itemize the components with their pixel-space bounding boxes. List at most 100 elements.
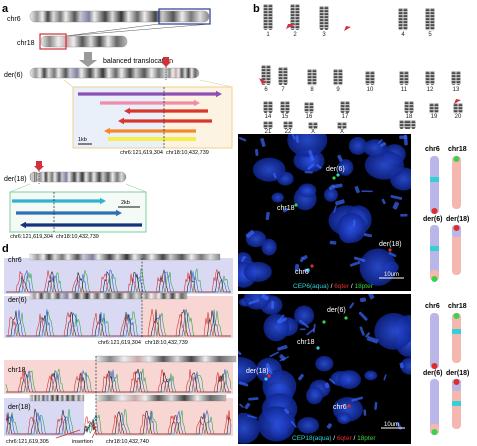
karyo-band (263, 19, 268, 21)
karyo-arrow-icon (344, 26, 351, 31)
chromosome-spread (388, 251, 397, 258)
schem-top-chr6-label: chr6 (425, 146, 440, 153)
karyo-band (288, 121, 293, 123)
karyo-band (403, 14, 408, 16)
karyo-band (285, 110, 290, 112)
karyo-chromosome (399, 120, 404, 129)
fish-probe-signal (344, 316, 348, 320)
karyo-band (403, 29, 408, 31)
karyo-chromosome (430, 8, 435, 30)
chromosome-spread (238, 349, 242, 356)
karyo-band (313, 122, 318, 124)
karyo-band (263, 121, 268, 123)
karyo-band (295, 22, 300, 24)
karyo-band (425, 77, 430, 79)
chromosome-spread (255, 149, 259, 156)
karyo-band (429, 109, 434, 111)
karyo-band (261, 68, 266, 70)
karyo-band (309, 108, 314, 110)
schem-top-chr18-label: chr18 (448, 146, 467, 153)
karyo-band (290, 4, 295, 6)
karyo-band (266, 74, 271, 76)
karyo-band (319, 18, 324, 20)
schem-bot-der6-label: der(6) (423, 370, 442, 377)
karyo-band (425, 71, 430, 73)
chromosome-spread (363, 233, 373, 238)
karyo-band (434, 112, 439, 114)
karyo-band (340, 104, 345, 106)
karyo-number: 9 (336, 87, 340, 93)
chromosome-spread (308, 150, 315, 161)
karyo-band (425, 74, 430, 76)
fish-bot-label-chr18: chr18 (297, 339, 315, 346)
chromosome-spread (392, 201, 400, 210)
chromosome-spread (354, 185, 360, 194)
karyo-band (266, 77, 271, 79)
karyo-band (295, 28, 300, 30)
chromosome-spread (361, 190, 373, 193)
karyo-band (285, 104, 290, 106)
karyo-band (406, 120, 411, 122)
karyo-band (398, 11, 403, 13)
karyo-band (451, 80, 456, 82)
karyo-band (370, 80, 375, 82)
nucleus (298, 183, 317, 198)
chromosome-spread (335, 199, 345, 206)
karyo-band (404, 74, 409, 76)
karyo-band (340, 110, 345, 112)
chr18-ideogram (40, 35, 128, 48)
karyo-band (268, 22, 273, 24)
karyo-band (430, 17, 435, 19)
nucleus (348, 136, 367, 155)
karyo-band (261, 71, 266, 73)
nucleus (337, 159, 354, 176)
karyo-band (425, 80, 430, 82)
karyo-band (283, 73, 288, 75)
karyo-band (333, 81, 338, 83)
read-arrow (104, 127, 196, 135)
karyo-band (304, 108, 309, 110)
karyo-band (345, 101, 350, 103)
fish-top-nuclei (238, 134, 411, 288)
karyo-band (312, 81, 317, 83)
karyo-band (304, 111, 309, 113)
read-arrow (12, 197, 106, 205)
nucleus (238, 356, 258, 385)
chromosome-spread (326, 423, 333, 429)
karyo-band (307, 81, 312, 83)
karyo-band (288, 124, 293, 126)
karyo-band (411, 123, 416, 125)
karyo-band (409, 104, 414, 106)
karyo-number: 15 (282, 114, 289, 120)
trace-line (5, 410, 232, 435)
karyo-band (283, 124, 288, 126)
chromosome-spread (359, 297, 367, 303)
karyo-band (283, 127, 288, 129)
karyo-band (268, 25, 273, 27)
karyo-band (288, 127, 293, 129)
karyo-chromosome (304, 102, 309, 113)
karyo-band (404, 77, 409, 79)
karyo-band (425, 17, 430, 19)
panel-c: c der(6) chr18 der(18) chr6 10um CEP6(aq… (238, 134, 469, 444)
karyo-band (324, 27, 329, 29)
chromosome-spread (307, 163, 315, 170)
karyo-band (456, 83, 461, 85)
chromosome-spread (316, 164, 322, 169)
fish-probe-signal (294, 203, 298, 207)
karyo-number: 5 (428, 32, 432, 38)
karyo-band (308, 122, 313, 124)
karyo-band (370, 83, 375, 85)
karyo-band (342, 128, 347, 130)
karyo-band (278, 70, 283, 72)
trace-der18-bp-right: chr18:10,432,740 (106, 439, 149, 445)
karyo-band (429, 103, 434, 105)
karyo-number: 8 (310, 87, 314, 93)
trace-chr6 (6, 268, 231, 293)
der18-bp-right: chr18:10,432,739 (56, 234, 99, 240)
chromosome-spread (332, 183, 343, 189)
nucleus (363, 139, 388, 157)
karyo-band (261, 74, 266, 76)
